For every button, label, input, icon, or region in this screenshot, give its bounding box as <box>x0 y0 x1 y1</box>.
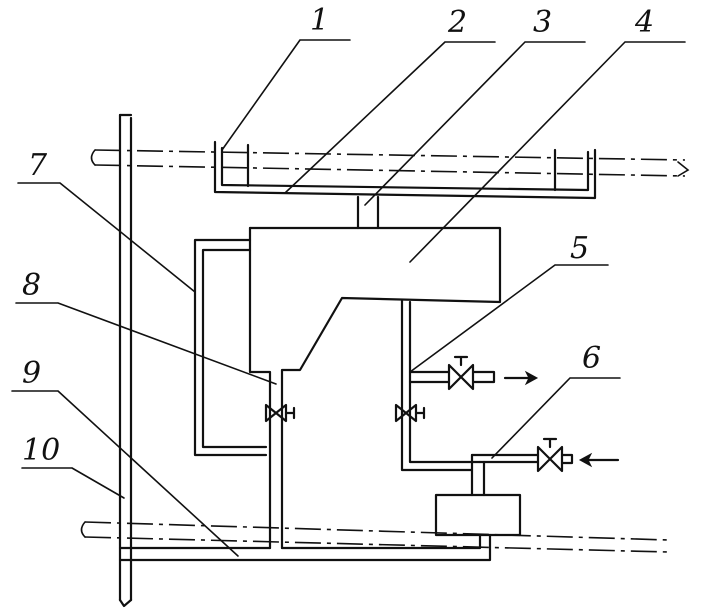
leader-lines <box>11 39 686 557</box>
left-return-pipe <box>193 238 268 457</box>
vertical-column <box>118 113 133 608</box>
lower-trough <box>80 521 669 562</box>
callout-labels: 1 2 3 4 5 6 7 8 9 10 <box>22 3 654 468</box>
callout-8: 8 <box>22 268 41 303</box>
callout-3: 3 <box>533 5 552 40</box>
connector-pipe <box>356 195 380 230</box>
callout-1: 1 <box>310 3 329 38</box>
drain-pipe <box>268 376 284 550</box>
callout-6: 6 <box>582 341 601 376</box>
callout-9: 9 <box>22 356 41 391</box>
right-pipe <box>400 298 496 472</box>
valve-icon[interactable] <box>394 403 426 423</box>
upper-centerline <box>90 149 690 177</box>
valve-icon[interactable] <box>447 355 475 391</box>
arrow-right-icon <box>503 370 539 386</box>
upper-trough <box>213 140 597 200</box>
callout-2: 2 <box>447 5 467 40</box>
valve-icon[interactable] <box>536 437 564 473</box>
arrow-left-icon <box>578 452 620 468</box>
inlet-pipe <box>470 453 574 497</box>
callout-10: 10 <box>22 433 60 468</box>
valve-icon[interactable] <box>264 403 296 423</box>
pump-block <box>434 493 522 537</box>
callout-7: 7 <box>28 148 48 183</box>
main-body <box>248 226 502 382</box>
callout-4: 4 <box>634 5 654 40</box>
callout-5: 5 <box>570 231 589 266</box>
